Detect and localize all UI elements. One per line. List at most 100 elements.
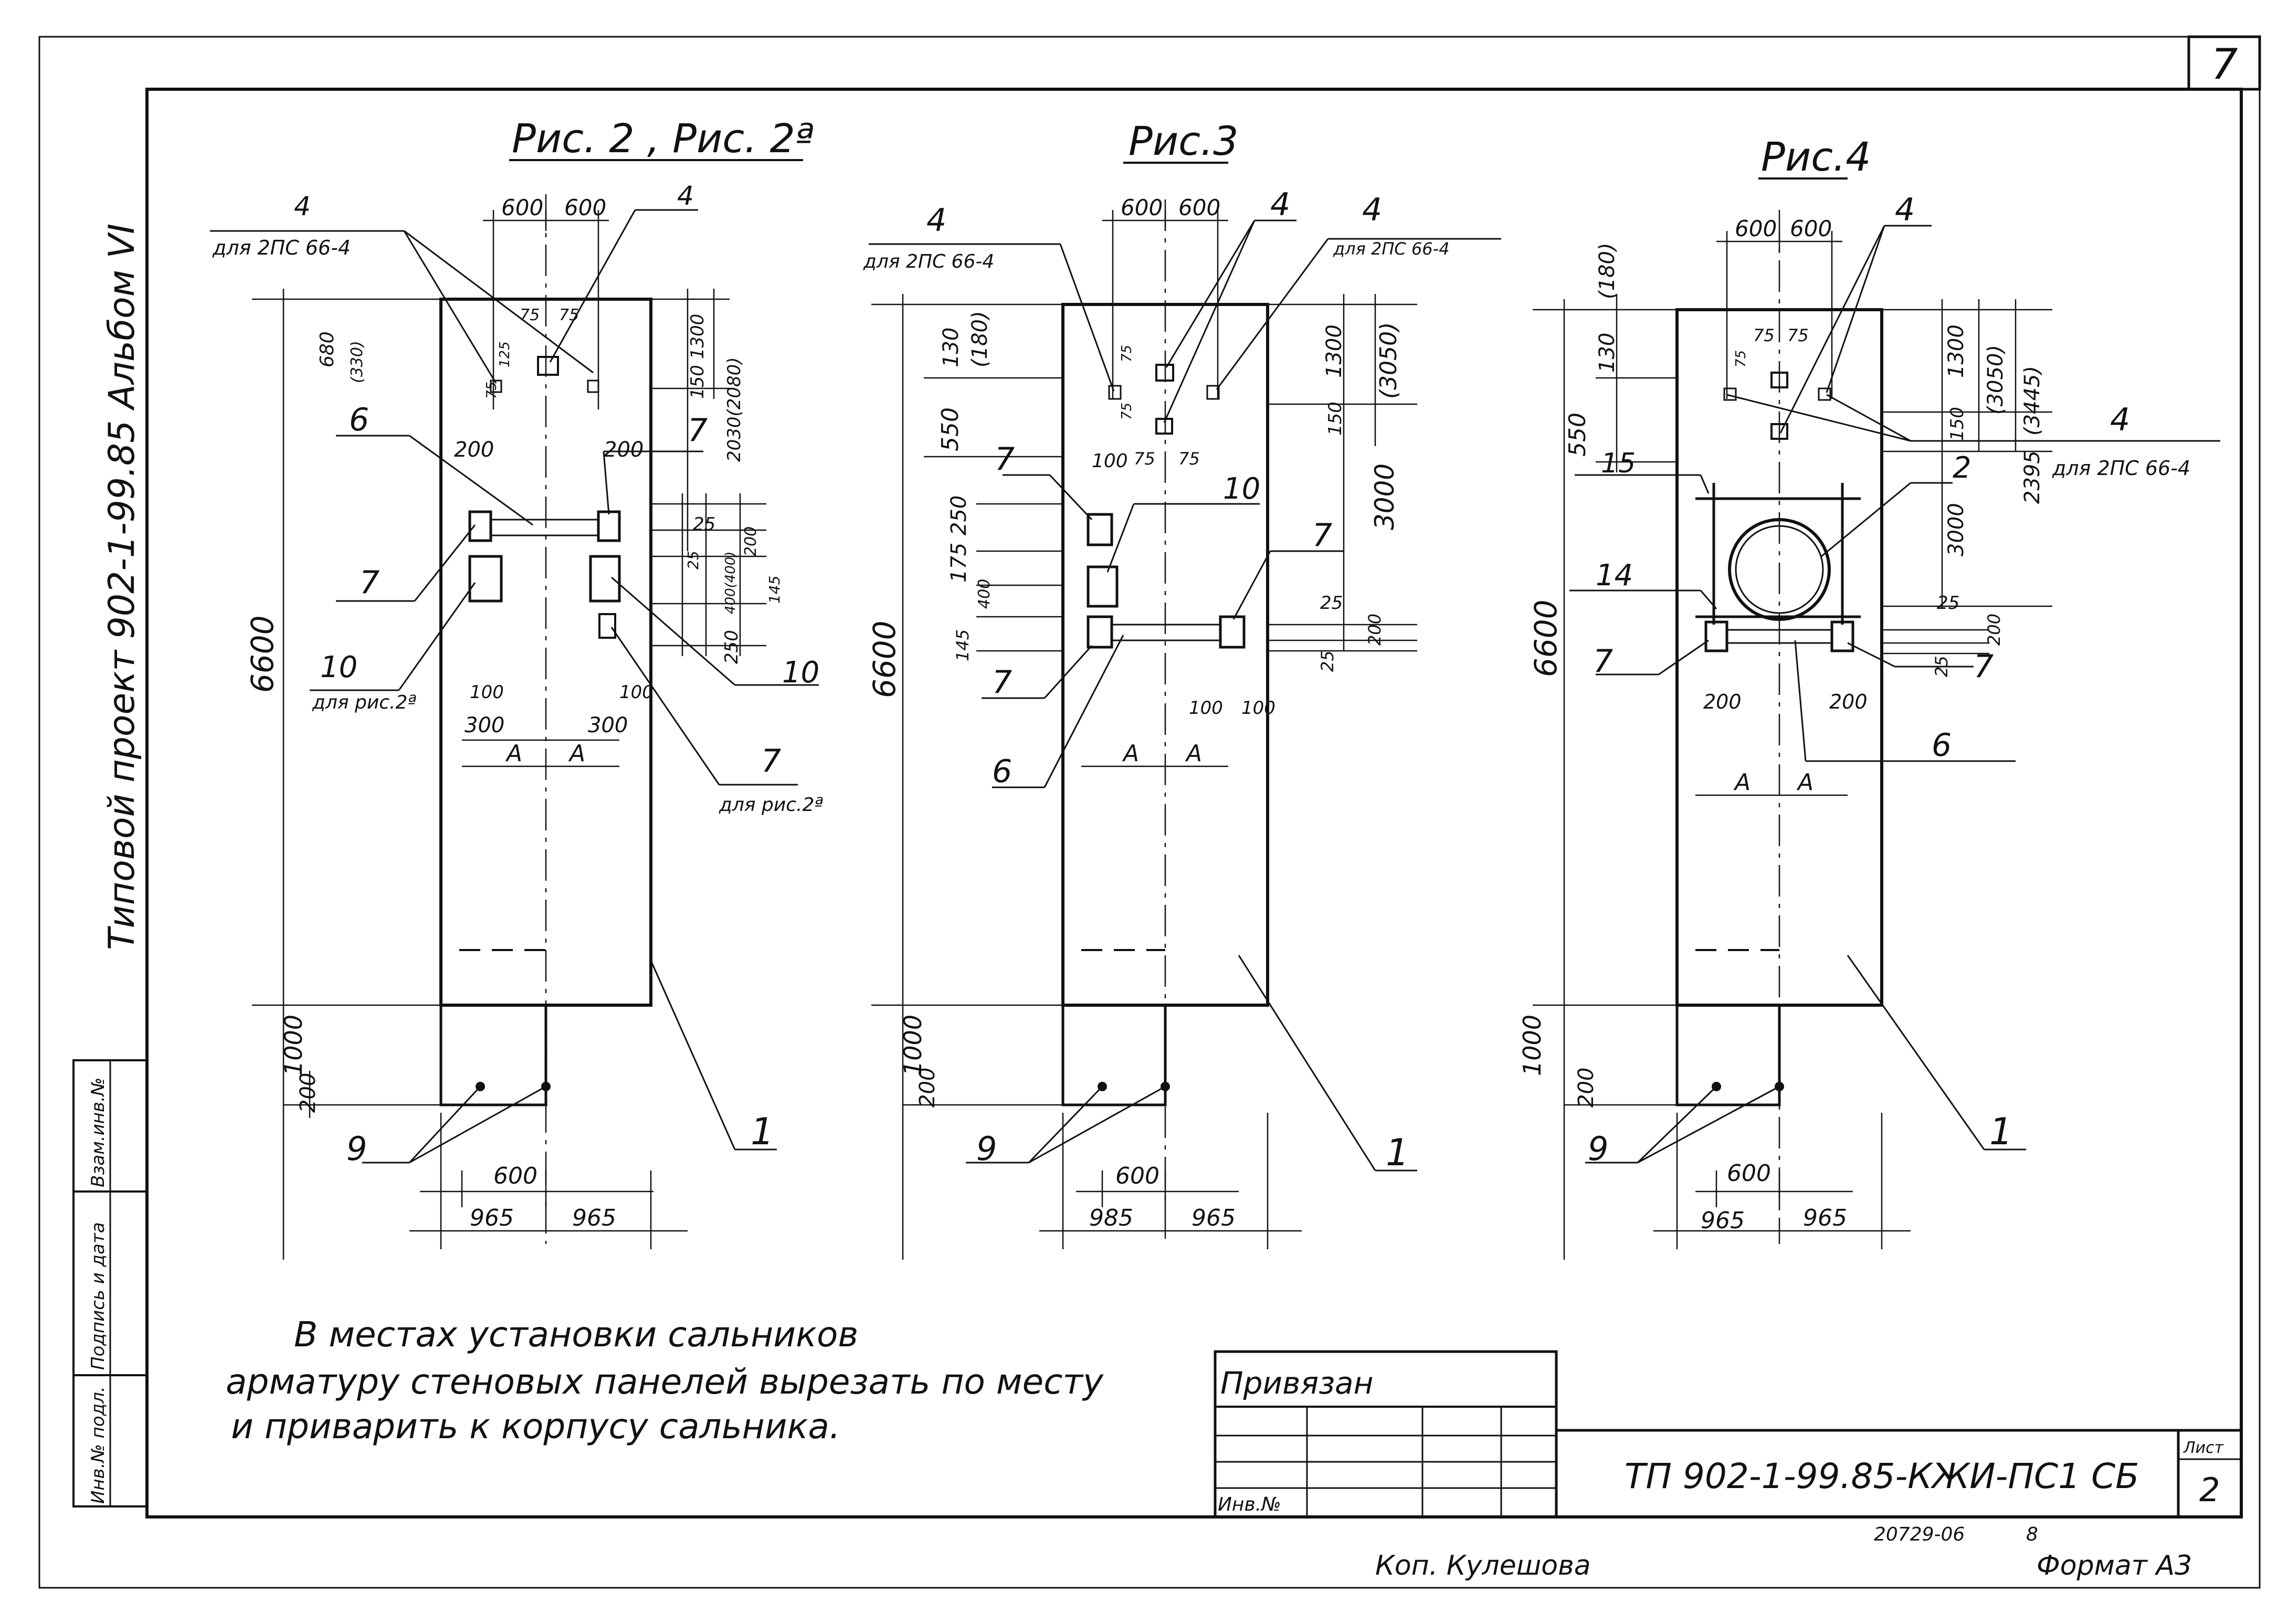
fig4-dim-150: 150	[1947, 407, 1968, 441]
fig3-dim-600c: 600	[1115, 1163, 1159, 1189]
fig3-pos10: 10	[1223, 472, 1260, 506]
archive-sheet: 8	[2026, 1524, 2038, 1545]
fig4-dim-600a: 600	[1735, 216, 1777, 241]
fig4-pos7a: 7	[1593, 643, 1613, 680]
fig4-title: Рис.4	[1761, 133, 1871, 180]
fig3-pos4a-note: для 2ПС 66-4	[863, 251, 994, 272]
fig3-dim-100b: 100	[1189, 698, 1223, 719]
fig2-pos10a: 10	[320, 650, 357, 684]
fig2-dim-A2: A	[568, 740, 585, 767]
fig3-dim-75d: 75	[1178, 449, 1200, 469]
fig2-dim-6600: 6600	[245, 615, 280, 693]
fig3-dim-25b: 25	[1317, 650, 1337, 672]
outer-frame	[38, 36, 2261, 1589]
note-line3: и приварить к корпусу сальника.	[231, 1406, 840, 1447]
fig2-dim-600b: 600	[564, 195, 606, 220]
fig4-dim-180: (180)	[1595, 242, 1619, 299]
fig4-dim-6600: 6600	[1528, 599, 1564, 677]
fig2-pos9: 9	[346, 1130, 367, 1168]
fig4-pos4b: 4	[2110, 402, 2130, 438]
fig4-pos14: 14	[1596, 558, 1633, 593]
fig2-dim-965b: 965	[572, 1205, 616, 1231]
fig4-pos7b: 7	[1974, 648, 1994, 685]
fig3-pos7a: 7	[995, 441, 1015, 478]
fig3-base	[1061, 1004, 1167, 1106]
fig3-dim-A1: A	[1122, 740, 1139, 767]
fig2-dim-125: 125	[497, 341, 513, 367]
fig2-dim-965a: 965	[470, 1205, 514, 1231]
fig3-dim-145: 145	[953, 629, 973, 661]
sheet-number: 2	[2199, 1471, 2220, 1509]
fig4-dim-130: 130	[1595, 333, 1619, 373]
fig2-dim-200a: 200	[454, 438, 494, 462]
fig2-dim-75c: 75	[484, 382, 500, 399]
page-number-box	[2187, 35, 2261, 91]
fig4-pos2: 2	[1953, 451, 1971, 485]
fig3-dim-400: 400	[975, 579, 994, 609]
fig3-dim-75a: 75	[1119, 345, 1135, 362]
fig3-dim-600b: 600	[1178, 195, 1220, 220]
fig2-pos7c-note: для рис.2ª	[719, 794, 823, 816]
fig2-dim-600a: 600	[501, 195, 543, 220]
fig4-dim-3000: 3000	[1944, 503, 1968, 556]
fig3-dim-100c: 100	[1241, 698, 1275, 719]
drawing-code: ТП 902-1-99.85-КЖИ-ПС1 СБ	[1625, 1456, 2139, 1496]
fig3-dim-985: 985	[1089, 1205, 1133, 1231]
fig2-dim-145: 145	[766, 576, 783, 604]
side-project-label: Типовой проект 902-1-99.85 Альбом VI	[101, 224, 143, 950]
fig3-pos7b: 7	[1312, 517, 1332, 554]
fig2-dim-300a: 300	[465, 713, 504, 737]
fig4-dim-3445: (3445)	[2020, 366, 2044, 436]
fig3-dim-75b: 75	[1119, 403, 1135, 420]
fig3-dim-100: 100	[1092, 450, 1128, 472]
fig3-dim-550: 550	[937, 407, 964, 451]
fig3-pos6: 6	[992, 753, 1012, 790]
fig2-dim-300b: 300	[588, 713, 628, 737]
fig4-dim-200: 200	[1984, 614, 2004, 646]
fig2-dim-1000: 1000	[279, 1015, 308, 1076]
sheet-label: Лист	[2183, 1439, 2224, 1457]
fig4-sleeve	[1695, 483, 1861, 625]
fig2-dim-200b: 200	[604, 438, 644, 462]
fig4-pos6: 6	[1932, 727, 1952, 764]
fig4-dim-200b: 200	[1703, 690, 1742, 713]
fig2-pos10a-note: для рис.2ª	[312, 692, 416, 713]
fig4-dim-200c: 200	[1829, 690, 1868, 713]
fig2-dim-100a: 100	[470, 682, 504, 703]
fig3-dim-6600: 6600	[867, 620, 902, 698]
fig4-dim-75a: 75	[1753, 325, 1775, 345]
fig2-pos7a: 7	[688, 412, 708, 449]
copied-by: Коп. Кулешова	[1375, 1550, 1591, 1581]
fig3-pos4b: 4	[1270, 186, 1290, 223]
inv-no-label: Инв.№	[1218, 1494, 1281, 1515]
fig3-pos9: 9	[976, 1130, 997, 1168]
fig2-dim-25a: 25	[693, 514, 715, 535]
fig3-dim-150: 150	[1325, 402, 1346, 436]
fig4-base	[1675, 1004, 1781, 1106]
fig3-dim-1000: 1000	[899, 1015, 927, 1076]
figure-3: Рис.3	[863, 118, 1501, 1260]
fig3-dim-3050: (3050)	[1375, 322, 1402, 399]
note-line2: арматуру стеновых панелей вырезать по ме…	[226, 1362, 1104, 1402]
fig4-dim-3050: (3050)	[1984, 345, 2008, 415]
fig2-base	[439, 1004, 547, 1106]
general-note: В местах установки сальников арматуру ст…	[226, 1314, 1104, 1447]
fig4-dim-25a: 25	[1937, 593, 1959, 614]
fig4-pos9: 9	[1588, 1130, 1608, 1168]
fig4-dim-965a: 965	[1701, 1207, 1745, 1234]
fig4-dim-600c: 600	[1727, 1160, 1771, 1187]
title-block: Привязан Инв.№ ТП 902-1-99.85-КЖИ-ПС1 СБ…	[1214, 1350, 2241, 1545]
fig2-pos6: 6	[349, 402, 369, 438]
fig2-pos7c: 7	[761, 743, 781, 779]
fig4-dim-965b: 965	[1803, 1205, 1847, 1231]
fig4-dim-1000: 1000	[1518, 1015, 1546, 1076]
fig2-dim-400: 400(400)	[723, 551, 739, 614]
fig2-pos4-left-note: для 2ПС 66-4	[212, 236, 351, 259]
fig2-dim-330: (330)	[348, 341, 366, 383]
fig4-pos4b-note: для 2ПС 66-4	[2052, 457, 2190, 480]
fig4-dim-A2: A	[1796, 769, 1813, 796]
fig3-pos4c: 4	[1362, 192, 1382, 228]
note-line1: В местах установки сальников	[294, 1314, 858, 1355]
fig2-dim-25b: 25	[684, 551, 702, 570]
fig3-dim-3000: 3000	[1369, 463, 1400, 530]
